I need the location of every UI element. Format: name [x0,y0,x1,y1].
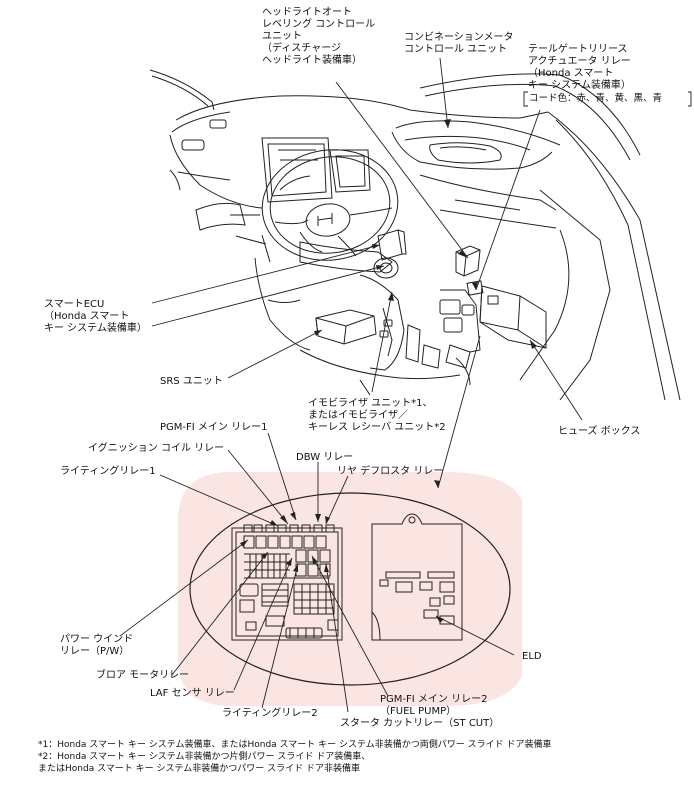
leader-lines [119,57,583,713]
under-hood-relay-panel [231,524,343,641]
detail-highlight-area [178,472,522,706]
headlight-leveling-line-3: ユニット [262,31,302,42]
lighting-relay-1-label: ライティングリレー1 [60,466,156,477]
tailgate-relay-label: テールゲートリリース アクチュエータ リレー （Honda スマート キー シス… [528,44,631,92]
pgm-fi-main-relay-2-line-1: PGM-FI メイン リレー2 [380,694,488,705]
tailgate-relay-line-3: （Honda スマート [528,68,614,79]
code-colors-label: コード色：赤、青、黄、黒、青 [529,93,663,104]
pgm-fi-main-relay-2-label: PGM-FI メイン リレー2 （FUEL PUMP） [380,694,487,718]
combination-meter-label: コンビネーションメータ コントロール ユニット [404,32,514,56]
headlight-leveling-line-5: ヘッドライト装備車） [262,55,362,66]
power-window-relay-line-2: リレー（P/W） [60,646,130,657]
smart-ecu-line-2: （Honda スマート [44,311,130,322]
relay-box-detail [178,472,522,706]
footnote-2: *2：Honda スマート キー システム非装備かつ片側パワー スライド ドア装… [38,752,371,762]
srs-unit-label: SRS ユニット [160,376,223,387]
smart-ecu-line-3: キー システム装備車） [44,323,147,334]
rear-defroster-relay-label: リヤ デフロスタ リレー [337,466,444,477]
lighting-relay-2-label: ライティングリレー2 [222,708,318,719]
headlight-leveling-line-4: （ディスチャージ [262,43,341,54]
tailgate-relay-line-4: キー システム装備車） [528,80,631,91]
smart-ecu-label: スマートECU （Honda スマート キー システム装備車） [44,299,147,335]
headlight-leveling-line-2: レベリング コントロール [262,19,376,30]
combination-meter-line-1: コンビネーションメータ [404,32,514,43]
immobilizer-line-1: イモビライザ ユニット*1、 [308,398,433,409]
dashboard-illustration [149,69,681,401]
tailgate-relay-line-1: テールゲートリリース [528,44,628,55]
footnote-3: またはHonda スマート キー システム非装備かつパワー スライド ドア非装備… [38,764,360,774]
blower-motor-relay-label: ブロア モータリレー [96,670,190,681]
dbw-relay-label: DBW リレー [296,452,354,463]
leader-arrowheads [240,119,537,623]
combination-meter-line-2: コントロール ユニット [404,44,508,55]
pgm-fi-main-relay-1-label: PGM-FI メイン リレー1 [160,422,268,433]
code-color-bracket [523,91,692,107]
footnote-1: *1：Honda スマート キー システム装備車、またはHonda スマート キ… [38,740,552,750]
immobilizer-line-3: キーレス レシーバ ユニット*2 [308,422,446,433]
headlight-leveling-label: ヘッドライトオート レベリング コントロール ユニット （ディスチャージ ヘッド… [262,7,375,67]
starter-cut-relay-label: スタータ カットリレー（ST CUT） [340,718,500,729]
laf-sensor-relay-label: LAF センサ リレー [150,688,235,699]
eld-label: ELD [522,651,542,662]
power-window-relay-label: パワー ウインド リレー（P/W） [60,634,133,658]
fuse-box-label: ヒューズ ボックス [558,426,641,437]
smart-ecu-line-1: スマートECU [44,299,105,310]
tailgate-relay-line-2: アクチュエータ リレー [528,56,631,67]
immobilizer-label: イモビライザ ユニット*1、 またはイモビライザ／ キーレス レシーバ ユニット… [308,398,446,434]
right-fuse-box [371,513,463,641]
headlight-leveling-line-1: ヘッドライトオート [262,7,352,18]
power-window-relay-line-1: パワー ウインド [60,634,134,645]
immobilizer-line-2: またはイモビライザ／ [308,410,408,421]
ignition-coil-relay-label: イグニッション コイル リレー [88,443,225,454]
pgm-fi-main-relay-2-line-2: （FUEL PUMP） [380,706,457,717]
detail-outline [189,492,511,686]
